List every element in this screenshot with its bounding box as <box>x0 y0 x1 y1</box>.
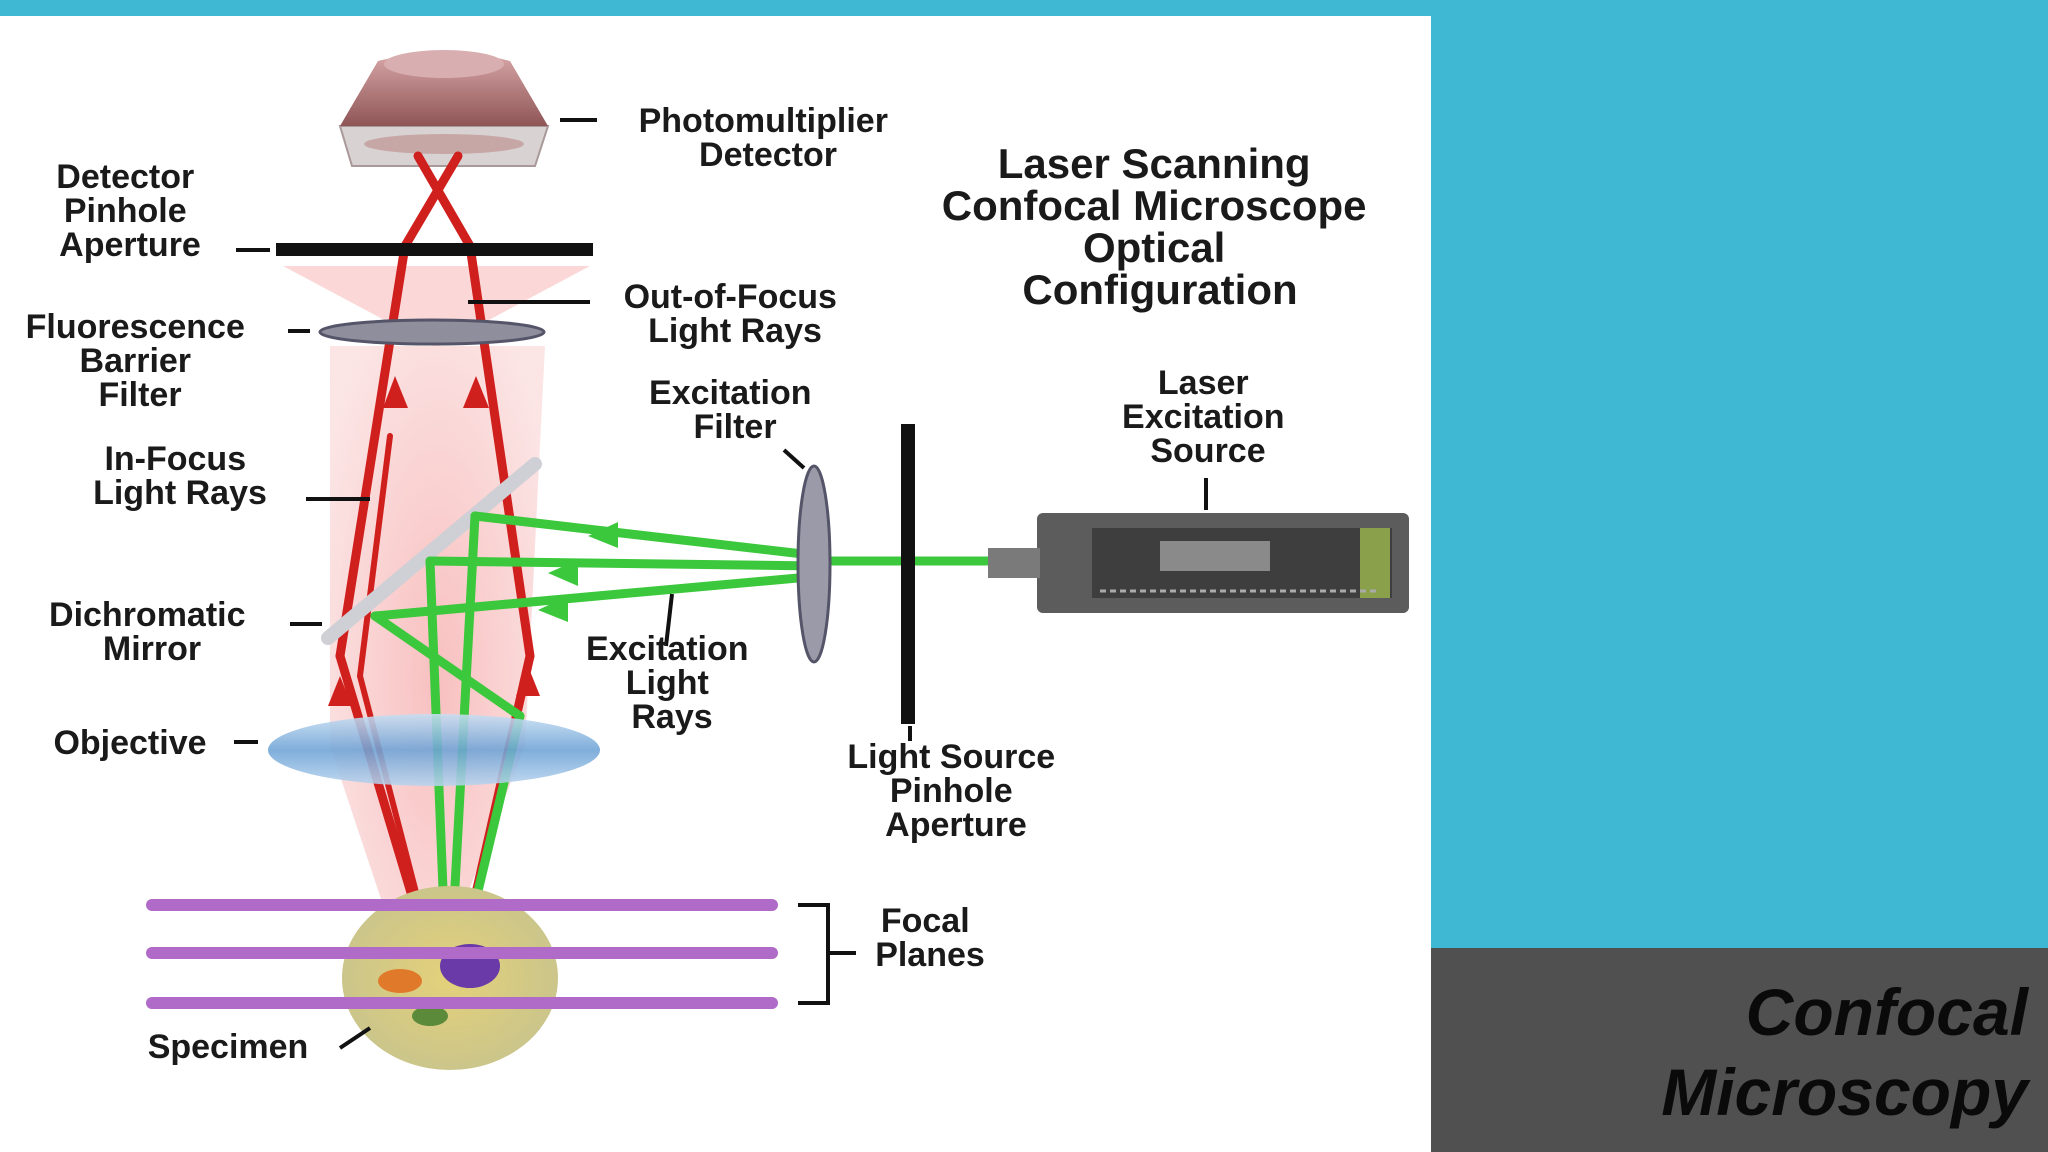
diagram-panel: Laser Scanning Confocal Microscope Optic… <box>0 16 1431 1152</box>
objective-label: Objective <box>53 724 206 762</box>
detector-pinhole-aperture <box>276 243 593 256</box>
light-source-pinhole-aperture <box>901 424 915 724</box>
excitation-rays-label: Excitation Light Rays <box>586 630 758 736</box>
excitation-filter-label: Excitation Filter <box>649 374 821 446</box>
focal-planes <box>146 899 778 1009</box>
dichromatic-label: Dichromatic Mirror <box>49 596 255 668</box>
photomultiplier-detector <box>338 50 550 167</box>
laser-excitation-source <box>988 513 1409 613</box>
specimen <box>342 886 558 1070</box>
right-accent-band <box>1431 0 2048 948</box>
dichromatic-mirror <box>321 457 542 645</box>
slide-title-line-2: Microscopy <box>1661 1055 2028 1129</box>
slide-title: Confocal Microscopy <box>1468 972 2028 1132</box>
out-of-focus-label: Out-of-Focus Light Rays <box>624 278 847 350</box>
barrier-filter-label: Fluorescence Barrier Filter <box>26 308 255 414</box>
fluorescence-barrier-filter <box>318 318 546 346</box>
confocal-diagram: Laser Scanning Confocal Microscope Optic… <box>26 50 1409 1070</box>
detector-pinhole-label: Detector Pinhole Aperture <box>56 158 203 264</box>
slide-title-box: Confocal Microscopy <box>1431 948 2048 1152</box>
emission-arrowheads <box>328 376 540 706</box>
excitation-arrowheads <box>538 522 618 622</box>
slide-title-line-1: Confocal <box>1745 975 2028 1049</box>
leader-lines <box>234 118 1208 1050</box>
focal-planes-bracket <box>798 903 856 1005</box>
diagram-heading: Laser Scanning Confocal Microscope Optic… <box>942 140 1378 313</box>
laser-source-label: Laser Excitation Source <box>1122 364 1294 470</box>
excitation-filter <box>796 464 832 664</box>
specimen-label: Specimen <box>148 1028 309 1066</box>
focal-planes-label: Focal Planes <box>875 902 985 974</box>
objective-lens <box>268 714 600 786</box>
emission-cone-upper <box>283 266 590 346</box>
photomultiplier-label: Photomultiplier Detector <box>639 102 898 174</box>
source-pinhole-label: Light Source Pinhole Aperture <box>847 738 1064 844</box>
in-focus-label: In-Focus Light Rays <box>93 440 267 512</box>
